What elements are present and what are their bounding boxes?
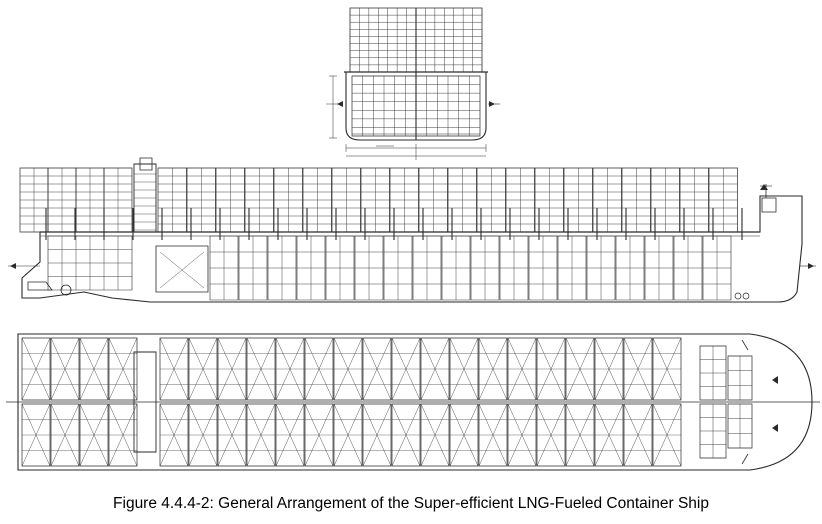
deck-container-bay-19 [680,168,709,232]
deck-container-bay-9 [390,168,419,232]
propeller [60,284,72,296]
deck-container-bay-1 [158,168,187,232]
deck-plan-bays [22,338,681,466]
draft-marker-aft [10,263,16,269]
plan-bay-8 [247,338,275,466]
plan-bay-7 [218,338,246,466]
plan-bay-22 [653,338,681,466]
figure-caption: Figure 4.4.4-2: General Arrangement of t… [113,495,709,512]
plan-bay-17 [508,338,536,466]
deck-container-bay-17 [622,168,651,232]
plan-forward-bay-starboard [700,404,726,458]
deck-container-bay-14 [535,168,564,232]
ship-hull-outline [22,196,802,302]
deck-container-bay-10 [419,168,448,232]
plan-bay-20 [595,338,623,466]
draft-marker-fwd [808,263,814,269]
plan-forward-bay-port [700,346,726,400]
plan-bay-11 [334,338,362,466]
deck-container-bay-13 [506,168,535,232]
deck-container-bay-8 [361,168,390,232]
general-arrangement-drawing [0,0,822,490]
deck-plan-view [6,334,820,470]
deck-container-bay-aft-2 [48,168,76,232]
plan-bay-2 [51,338,79,466]
mooring-fitting-1 [772,376,778,384]
mast-light-marker [760,184,768,190]
mooring-fitting-2 [772,424,778,432]
deck-container-bay-6 [303,168,332,232]
plan-bow-bay-starboard [728,404,752,448]
plan-bay-21 [624,338,652,466]
deck-container-bay-4 [245,168,274,232]
deck-container-bay-7 [332,168,361,232]
bow-thruster-1 [734,292,742,300]
deck-container-bay-20 [709,168,738,232]
bow-thruster-2 [742,292,750,300]
deck-container-bay-aft-1 [20,168,48,232]
plan-bow-bay-port [728,356,752,400]
deck-container-bay-15 [564,168,593,232]
deck-container-bay-aft-4 [104,168,132,232]
engine-room [156,246,208,292]
plan-bay-19 [566,338,594,466]
deck-container-bay-aft-3 [76,168,104,232]
deck-container-bay-16 [593,168,622,232]
deck-container-bay-2 [187,168,216,232]
plan-bay-4 [109,338,137,466]
plan-bay-6 [189,338,217,466]
plan-bay-5 [160,338,188,466]
plan-bay-16 [479,338,507,466]
plan-bay-13 [392,338,420,466]
deck-container-bay-18 [651,168,680,232]
plan-bay-3 [80,338,108,466]
plan-bay-1 [22,338,50,466]
plan-bay-14 [421,338,449,466]
plan-bay-10 [305,338,333,466]
plan-bay-15 [450,338,478,466]
rudder [28,282,52,290]
plan-bay-12 [363,338,391,466]
waterline-marker-left [337,101,343,107]
deck-container-bay-5 [274,168,303,232]
side-profile-view [8,158,816,302]
plan-bay-9 [276,338,304,466]
forecastle-box [762,198,776,212]
deck-container-bay-12 [477,168,506,232]
cargo-holds [48,236,731,300]
funnel [140,158,152,170]
deck-container-bay-11 [448,168,477,232]
deck-container-bay-3 [216,168,245,232]
plan-bay-18 [537,338,565,466]
midship-section-view [326,8,500,160]
plan-deckhouse [134,352,156,452]
